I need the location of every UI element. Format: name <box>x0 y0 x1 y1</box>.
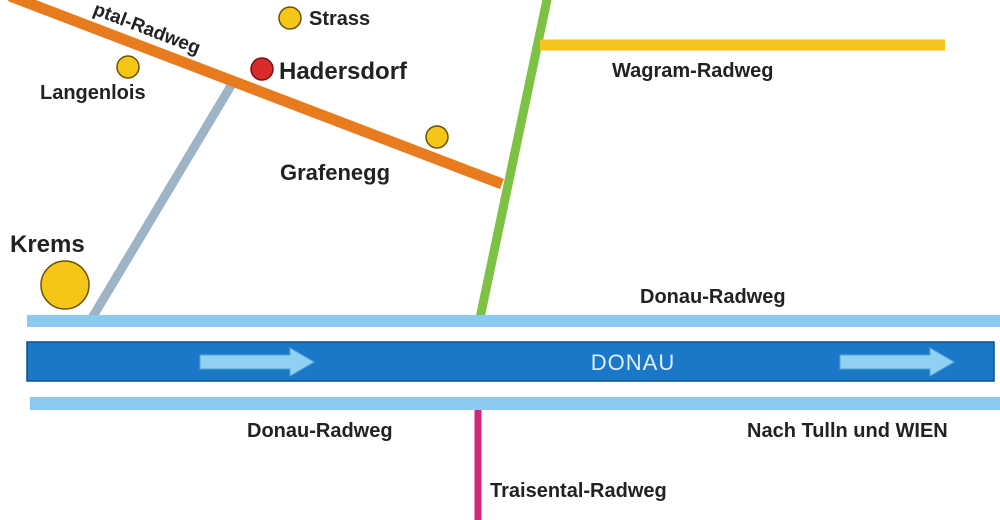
town-marker-strass <box>278 6 302 30</box>
town-label-strass: Strass <box>309 8 370 30</box>
town-label-krems: Krems <box>10 231 85 258</box>
town-marker-langenlois <box>116 55 140 79</box>
destination-label: Nach Tulln und WIEN <box>747 420 948 442</box>
kamptal-route <box>8 0 504 190</box>
river-flow-arrow-right <box>839 347 955 377</box>
town-marker-hadersdorf <box>250 57 274 81</box>
river-name: DONAU <box>591 350 675 375</box>
town-label-grafenegg: Grafenegg <box>280 160 390 185</box>
green-route <box>475 0 552 319</box>
donau-river <box>26 341 995 382</box>
donau-radweg-south-label: Donau-Radweg <box>247 420 393 442</box>
town-label-hadersdorf: Hadersdorf <box>279 58 408 85</box>
river-flow-arrow-left <box>199 347 315 377</box>
town-label-langenlois: Langenlois <box>40 82 146 104</box>
donau-radweg-south-line <box>30 397 1000 410</box>
donau-radweg-north-line <box>27 315 1000 327</box>
krems-link-route <box>88 81 236 321</box>
wagram-route-label: Wagram-Radweg <box>612 60 774 82</box>
donau-radweg-north-label: Donau-Radweg <box>640 286 786 308</box>
traisental-route-label: Traisental-Radweg <box>490 480 667 502</box>
town-marker-grafenegg <box>425 125 449 149</box>
town-marker-krems <box>40 260 90 310</box>
